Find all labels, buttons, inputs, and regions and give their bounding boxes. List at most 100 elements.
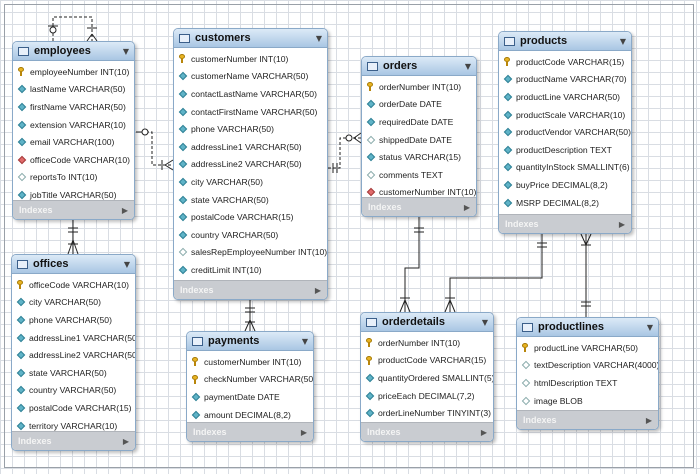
column-row[interactable]: buyPrice DECIMAL(8,2) (499, 176, 631, 194)
column-row[interactable]: orderNumber INT(10) (361, 334, 493, 352)
table-header[interactable]: customers ▼ (174, 29, 327, 48)
indexes-bar[interactable]: Indexes ▶ (174, 280, 327, 299)
column-row[interactable]: productVendor VARCHAR(50) (499, 123, 631, 141)
column-row[interactable]: MSRP DECIMAL(8,2) (499, 194, 631, 212)
table-offices[interactable]: offices ▼ officeCode VARCHAR(10)city VAR… (11, 254, 136, 451)
column-row[interactable]: orderLineNumber TINYINT(3) (361, 404, 493, 422)
column-row[interactable]: contactFirstName VARCHAR(50) (174, 103, 327, 121)
collapse-arrow-icon[interactable]: ▼ (646, 322, 653, 332)
table-header[interactable]: employees ▼ (13, 42, 134, 61)
expand-arrow-icon[interactable]: ▶ (645, 415, 652, 425)
column-row[interactable]: firstName VARCHAR(50) (13, 98, 134, 116)
table-productlines[interactable]: productlines ▼ productLine VARCHAR(50)te… (516, 317, 659, 430)
indexes-bar[interactable]: Indexes ▶ (187, 422, 313, 441)
collapse-arrow-icon[interactable]: ▼ (315, 33, 322, 43)
column-row[interactable]: quantityInStock SMALLINT(6) (499, 159, 631, 177)
column-row[interactable]: state VARCHAR(50) (174, 191, 327, 209)
column-row[interactable]: city VARCHAR(50) (12, 294, 135, 312)
column-row[interactable]: reportsTo INT(10) (13, 169, 134, 187)
column-row[interactable]: productCode VARCHAR(15) (361, 352, 493, 370)
expand-arrow-icon[interactable]: ▶ (314, 285, 321, 295)
column-row[interactable]: addressLine1 VARCHAR(50) (174, 138, 327, 156)
indexes-bar[interactable]: Indexes ▶ (362, 197, 476, 216)
column-row[interactable]: comments TEXT (362, 166, 476, 184)
foreign-key-icon (366, 188, 375, 197)
table-header[interactable]: productlines ▼ (517, 318, 658, 337)
column-row[interactable]: productName VARCHAR(70) (499, 71, 631, 89)
indexes-bar[interactable]: Indexes ▶ (517, 410, 658, 429)
indexes-bar[interactable]: Indexes ▶ (361, 422, 493, 441)
indexes-bar[interactable]: Indexes ▶ (13, 200, 134, 219)
column-row[interactable]: salesRepEmployeeNumber INT(10) (174, 244, 327, 262)
column-row[interactable]: checkNumber VARCHAR(50) (187, 371, 313, 389)
column-row[interactable]: employeeNumber INT(10) (13, 63, 134, 81)
collapse-arrow-icon[interactable]: ▼ (123, 259, 130, 269)
column-row[interactable]: customerNumber INT(10) (362, 184, 476, 202)
column-row[interactable]: postalCode VARCHAR(15) (12, 399, 135, 417)
column-row[interactable]: postalCode VARCHAR(15) (174, 208, 327, 226)
collapse-arrow-icon[interactable]: ▼ (122, 46, 129, 56)
column-row[interactable]: status VARCHAR(15) (362, 148, 476, 166)
table-header[interactable]: offices ▼ (12, 255, 135, 274)
collapse-arrow-icon[interactable]: ▼ (301, 336, 308, 346)
column-row[interactable]: lastName VARCHAR(50) (13, 81, 134, 99)
column-row[interactable]: country VARCHAR(50) (12, 382, 135, 400)
column-row[interactable]: state VARCHAR(50) (12, 364, 135, 382)
column-row[interactable]: productLine VARCHAR(50) (517, 339, 658, 357)
column-row[interactable]: territory VARCHAR(10) (12, 417, 135, 435)
column-row[interactable]: image BLOB (517, 392, 658, 410)
column-row[interactable]: requiredDate DATE (362, 113, 476, 131)
collapse-arrow-icon[interactable]: ▼ (464, 61, 471, 71)
table-header[interactable]: products ▼ (499, 32, 631, 51)
column-row[interactable]: email VARCHAR(100) (13, 133, 134, 151)
table-products[interactable]: products ▼ productCode VARCHAR(15)produc… (498, 31, 632, 234)
table-header[interactable]: orderdetails ▼ (361, 313, 493, 332)
column-row[interactable]: officeCode VARCHAR(10) (12, 276, 135, 294)
table-employees[interactable]: employees ▼ employeeNumber INT(10)lastNa… (12, 41, 135, 220)
table-orderdetails[interactable]: orderdetails ▼ orderNumber INT(10)produc… (360, 312, 494, 442)
expand-arrow-icon[interactable]: ▶ (480, 427, 487, 437)
column-row[interactable]: productCode VARCHAR(15) (499, 53, 631, 71)
column-row[interactable]: contactLastName VARCHAR(50) (174, 85, 327, 103)
table-customers[interactable]: customers ▼ customerNumber INT(10)custom… (173, 28, 328, 300)
expand-arrow-icon[interactable]: ▶ (463, 202, 470, 212)
table-header[interactable]: orders ▼ (362, 57, 476, 76)
column-row[interactable]: priceEach DECIMAL(7,2) (361, 387, 493, 405)
expand-arrow-icon[interactable]: ▶ (618, 219, 625, 229)
column-row[interactable]: paymentDate DATE (187, 388, 313, 406)
expand-arrow-icon[interactable]: ▶ (121, 205, 128, 215)
column-row[interactable]: customerName VARCHAR(50) (174, 68, 327, 86)
column-row[interactable]: htmlDescription TEXT (517, 374, 658, 392)
table-header[interactable]: payments ▼ (187, 332, 313, 351)
column-row[interactable]: city VARCHAR(50) (174, 173, 327, 191)
column-row[interactable]: quantityOrdered SMALLINT(5) (361, 369, 493, 387)
column-row[interactable]: productLine VARCHAR(50) (499, 88, 631, 106)
column-row[interactable]: customerNumber INT(10) (187, 353, 313, 371)
column-row[interactable]: productScale VARCHAR(10) (499, 106, 631, 124)
collapse-arrow-icon[interactable]: ▼ (619, 36, 626, 46)
column-row[interactable]: orderDate DATE (362, 96, 476, 114)
indexes-bar[interactable]: Indexes ▶ (499, 214, 631, 233)
column-row[interactable]: addressLine2 VARCHAR(50) (12, 346, 135, 364)
column-row[interactable]: productDescription TEXT (499, 141, 631, 159)
column-row[interactable]: amount DECIMAL(8,2) (187, 406, 313, 424)
column-row[interactable]: shippedDate DATE (362, 131, 476, 149)
column-row[interactable]: addressLine2 VARCHAR(50) (174, 156, 327, 174)
column-row[interactable]: extension VARCHAR(10) (13, 116, 134, 134)
column-row[interactable]: orderNumber INT(10) (362, 78, 476, 96)
column-row[interactable]: customerNumber INT(10) (174, 50, 327, 68)
collapse-arrow-icon[interactable]: ▼ (481, 317, 488, 327)
expand-arrow-icon[interactable]: ▶ (300, 427, 307, 437)
column-row[interactable]: jobTitle VARCHAR(50) (13, 186, 134, 204)
column-row[interactable]: country VARCHAR(50) (174, 226, 327, 244)
column-row[interactable]: officeCode VARCHAR(10) (13, 151, 134, 169)
column-row[interactable]: creditLimit INT(10) (174, 261, 327, 279)
column-row[interactable]: phone VARCHAR(50) (174, 120, 327, 138)
table-orders[interactable]: orders ▼ orderNumber INT(10)orderDate DA… (361, 56, 477, 217)
table-payments[interactable]: payments ▼ customerNumber INT(10)checkNu… (186, 331, 314, 442)
expand-arrow-icon[interactable]: ▶ (122, 436, 129, 446)
column-row[interactable]: phone VARCHAR(50) (12, 311, 135, 329)
indexes-bar[interactable]: Indexes ▶ (12, 431, 135, 450)
column-row[interactable]: textDescription VARCHAR(4000) (517, 357, 658, 375)
column-row[interactable]: addressLine1 VARCHAR(50) (12, 329, 135, 347)
